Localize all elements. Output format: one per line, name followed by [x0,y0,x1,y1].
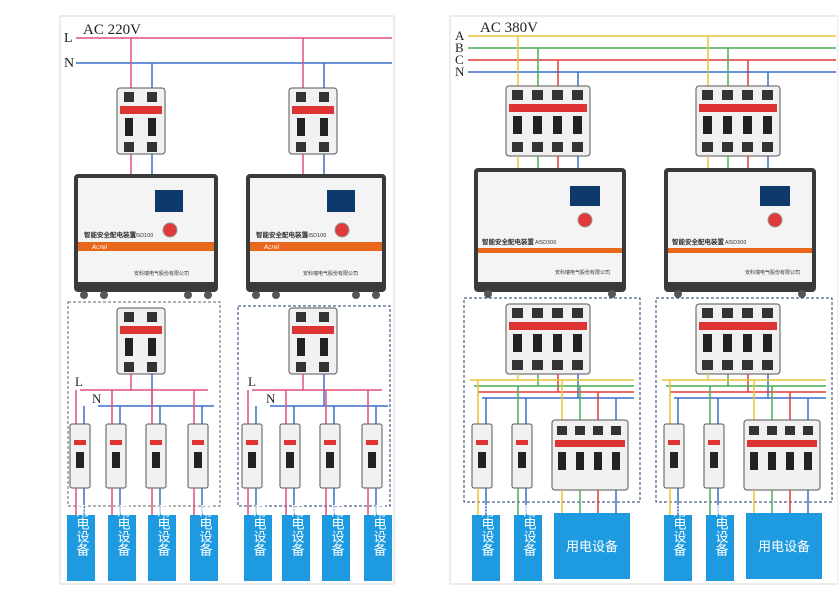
right-lower-breaker-1 [505,303,591,375]
left-branch-breakers-1 [69,390,209,515]
emergency-stop-button [162,222,178,238]
load-label: 用电设备 [566,539,618,555]
device-company: 安科瑞电气股份有限公司 [134,270,189,277]
device-model: AISD300 [535,240,556,246]
device-brand: Acrel [91,244,108,251]
load-label: 用电设备 [251,504,267,557]
load-label: 用电设备 [74,504,90,557]
left-upper-breaker-1 [116,87,166,155]
left-device-1: 智能安全配电装置 AISD100 Acrel 安科瑞电气股份有限公司 [74,174,218,299]
device-company: 安科瑞电气股份有限公司 [303,270,358,277]
device-title: 智能安全配电装置 [672,237,725,246]
right-lower-breaker-2 [695,303,781,375]
left-load-box-4: 用电设备 [190,504,218,581]
right-device-2: 智能安全配电装置 AISD300 安科瑞电气股份有限公司 [664,168,816,298]
left-panel-frame [59,15,395,585]
left-supply-label: AC 220V [83,22,141,38]
load-label: 用电设备 [155,504,171,557]
right-load-box-3: 用电设备 [554,513,630,579]
emergency-stop-button [334,222,350,238]
left-enclosure-2 [237,305,391,507]
branch-label-l-2: L [248,374,256,389]
left-upper-breaker-2 [288,87,338,155]
right-supply-label: AC 380V [480,20,538,36]
load-label: 用电设备 [371,504,387,557]
left-line-label-n: N [64,56,74,71]
right-load-box-5: 用电设备 [706,504,734,581]
left-branch-breakers-2 [241,390,383,515]
branch-label-n-1: N [92,391,102,406]
phase-label-a: A [455,28,465,43]
left-load-box-1: 用电设备 [67,504,95,581]
emergency-stop-button [577,212,593,228]
device-screen [760,186,790,206]
load-label: 用电设备 [479,504,495,557]
left-load-box-7: 用电设备 [322,504,350,581]
device-title: 智能安全配电装置 [482,237,535,246]
left-load-box-2: 用电设备 [108,504,136,581]
device-model: AISD300 [725,240,746,246]
right-panel-frame [449,15,838,585]
right-enclosure-1 [463,297,641,503]
device-title: 智能安全配电装置 [256,230,309,239]
left-enclosure-1 [67,301,221,507]
right-load-box-4: 用电设备 [664,504,692,581]
left-load-box-6: 用电设备 [282,504,310,581]
phase-label-b: B [455,40,464,55]
right-load-box-1: 用电设备 [472,504,500,581]
load-label: 用电设备 [671,504,687,557]
device-screen [155,190,183,212]
left-panel: AC 220V L N [64,22,392,581]
device-model: AISD100 [132,233,153,239]
device-title: 智能安全配电装置 [84,230,137,239]
device-screen [327,190,355,212]
right-load-box-2: 用电设备 [514,504,542,581]
left-load-box-5: 用电设备 [244,504,272,581]
load-label: 用电设备 [758,539,810,555]
emergency-stop-button [767,212,783,228]
left-lower-breaker-1 [116,307,166,375]
left-load-box-8: 用电设备 [364,504,392,581]
right-branch-breakers-1 [471,380,629,515]
device-company: 安科瑞电气股份有限公司 [745,269,800,276]
load-label: 用电设备 [713,504,729,557]
load-label: 用电设备 [197,504,213,557]
right-load-box-6: 用电设备 [746,513,822,579]
left-line-label-l: L [64,31,73,46]
load-label: 用电设备 [521,504,537,557]
phase-label-c: C [455,52,464,67]
device-company: 安科瑞电气股份有限公司 [555,269,610,276]
right-panel: AC 380V A B C N [455,20,836,581]
right-upper-breaker-2 [695,85,781,157]
left-lower-breaker-2 [288,307,338,375]
load-label: 用电设备 [289,504,305,557]
load-label: 用电设备 [115,504,131,557]
branch-label-n-2: N [266,391,276,406]
phase-label-n: N [455,64,465,79]
right-branch-breakers-2 [663,380,821,515]
right-upper-breaker-1 [505,85,591,157]
device-screen [570,186,600,206]
device-model: AISD100 [305,233,326,239]
left-device-2: 智能安全配电装置 AISD100 Acrel 安科瑞电气股份有限公司 [246,174,386,299]
right-enclosure-2 [655,297,833,503]
left-load-box-3: 用电设备 [148,504,176,581]
right-device-1: 智能安全配电装置 AISD300 安科瑞电气股份有限公司 [474,168,626,298]
load-label: 用电设备 [329,504,345,557]
branch-label-l-1: L [75,374,83,389]
device-brand: Acrel [263,244,280,251]
